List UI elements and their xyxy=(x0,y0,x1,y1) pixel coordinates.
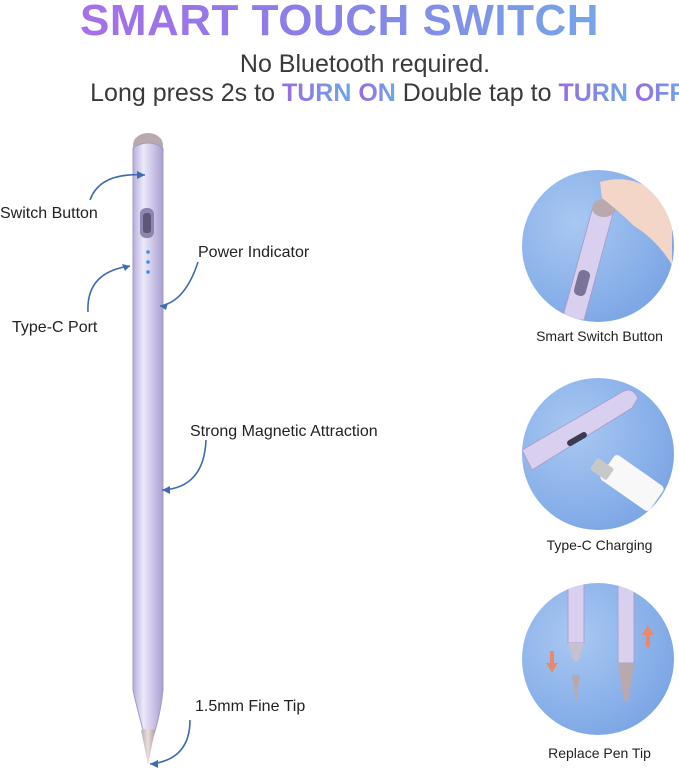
pen-tip xyxy=(141,729,155,765)
instruction-prefix: Long press 2s to xyxy=(90,79,282,107)
arrow-magnetic xyxy=(161,439,207,491)
page-title: SMART TOUCH SWITCH xyxy=(0,0,679,46)
feature-caption-switch: Smart Switch Button xyxy=(536,328,663,344)
callout-type-c-port: Type-C Port xyxy=(12,319,98,336)
subtitle-bluetooth: No Bluetooth required. xyxy=(239,50,491,78)
callout-magnetic-attraction: Strong Magnetic Attraction xyxy=(190,423,378,440)
callout-switch-button: Switch Button xyxy=(0,205,98,222)
feature-circle-switch xyxy=(522,170,674,322)
feature-caption-charging: Type-C Charging xyxy=(546,537,653,553)
arrow-power-indicator xyxy=(159,261,199,307)
instruction-mid: Double tap to xyxy=(395,79,559,107)
feature-circle-pen-tip xyxy=(522,583,674,735)
callout-fine-tip: 1.5mm Fine Tip xyxy=(195,698,306,715)
feature-circle-charging xyxy=(522,378,674,530)
indicator-dot xyxy=(146,270,150,274)
indicator-dot xyxy=(146,250,150,254)
turn-on-word2: ON xyxy=(358,79,396,107)
turn-off-word2: OFF xyxy=(635,79,679,107)
feature-caption-pen-tip: Replace Pen Tip xyxy=(548,745,651,761)
turn-off-word1: TURN xyxy=(558,79,628,107)
arrow-type-c-port xyxy=(87,265,131,313)
turn-on-word1: TURN xyxy=(281,79,352,107)
indicator-dot xyxy=(146,260,150,264)
callout-power-indicator: Power Indicator xyxy=(198,244,310,261)
subtitle-instructions: Long press 2s to TURN ON Double tap to T… xyxy=(0,79,679,108)
